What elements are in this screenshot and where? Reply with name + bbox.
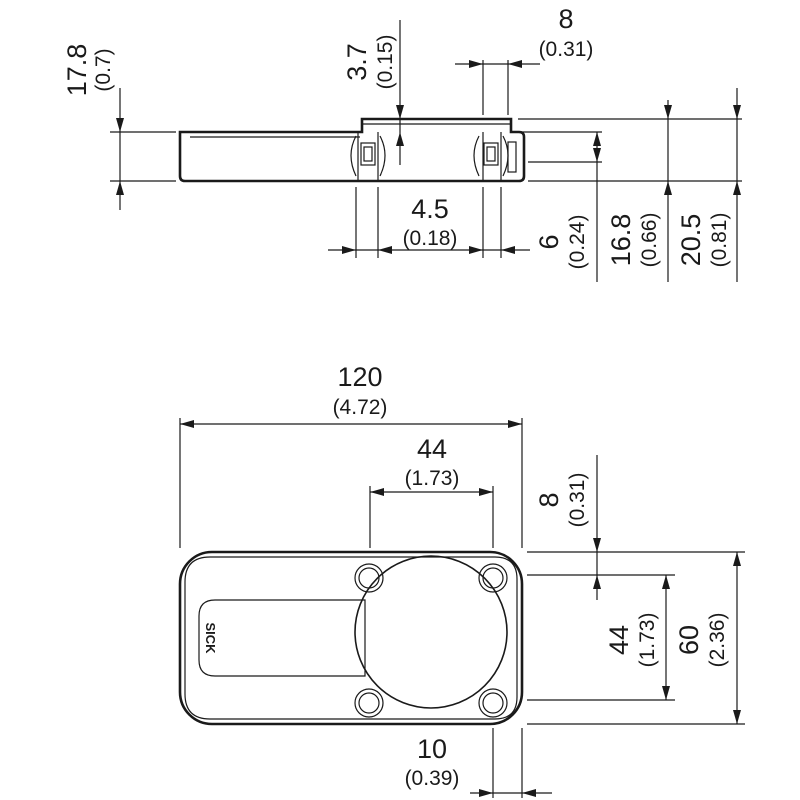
dim-line-right-offset [470, 789, 552, 797]
mount-hole-top-right [478, 563, 508, 593]
mount-hole-top-left [354, 563, 384, 593]
dim-line-slot-width [455, 60, 540, 68]
label-round-width-mm: 44 [417, 434, 447, 464]
dim-line-height-total [116, 88, 124, 210]
label-slot-width-mm: 8 [558, 4, 573, 34]
label-length-in: (4.72) [333, 396, 388, 419]
label-lip-in: (0.15) [374, 35, 397, 90]
label-width-in: (2.36) [706, 613, 729, 668]
sick-logo-text: SICK [203, 622, 218, 654]
round-sensing-face [354, 555, 508, 709]
dim-line-lip [396, 20, 404, 165]
dim-line-length [180, 420, 522, 428]
label-recess [198, 599, 366, 677]
dim-line-round-height [662, 575, 670, 700]
top-view: SICK [178, 362, 745, 798]
label-depth-6-mm: 6 [534, 234, 564, 249]
label-round-height-in: (1.73) [636, 613, 659, 668]
side-view-mount-hole-left [350, 132, 386, 181]
label-height-total: 17.8 (0.7) [62, 44, 115, 97]
dim-line-top-offset [593, 455, 601, 600]
label-depth-16-8-mm: 16.8 [606, 214, 636, 267]
label-top-offset-mm: 8 [534, 492, 564, 507]
dim-line-depth-20-5 [733, 88, 741, 282]
label-depth-20-5-mm: 20.5 [676, 214, 706, 267]
label-depth-16-8: 16.8 (0.66) [606, 213, 661, 268]
mount-hole-bottom-right [478, 688, 508, 718]
label-height-total-mm: 17.8 [62, 44, 92, 97]
dim-line-depth-16-8 [664, 100, 672, 282]
label-round-height: 44 (1.73) [604, 613, 659, 668]
label-hole-spacing-in: (0.18) [403, 227, 458, 250]
label-depth-6-in: (0.24) [566, 215, 589, 270]
top-view-plate-inner-edge [184, 556, 518, 720]
label-width: 60 (2.36) [674, 613, 729, 668]
label-top-offset-in: (0.31) [566, 473, 589, 528]
label-round-width-in: (1.73) [405, 467, 460, 490]
label-round-height-mm: 44 [604, 625, 634, 655]
label-hole-spacing-mm: 4.5 [411, 194, 449, 224]
dim-line-width [733, 552, 741, 724]
label-depth-20-5-in: (0.81) [708, 213, 731, 268]
label-slot-width-in: (0.31) [539, 38, 594, 61]
label-depth-16-8-in: (0.66) [638, 213, 661, 268]
label-height-total-in: (0.7) [92, 48, 115, 91]
side-view-body [178, 117, 526, 183]
label-length-mm: 120 [337, 362, 382, 392]
label-right-offset-mm: 10 [417, 734, 447, 764]
top-view-plate [178, 550, 524, 726]
side-view: 17.8 (0.7) 3.7 (0.15) 8 (0.31) 4.5 (0.18… [62, 4, 742, 282]
label-lip-mm: 3.7 [342, 43, 372, 81]
mount-hole-bottom-left [354, 688, 384, 718]
label-right-offset-in: (0.39) [405, 767, 460, 790]
side-view-extension-lines [110, 60, 742, 258]
label-top-offset: 8 (0.31) [534, 473, 589, 528]
side-view-mount-hole-right [473, 132, 517, 181]
dim-line-round-width [370, 488, 493, 496]
label-lip: 3.7 (0.15) [342, 35, 397, 90]
dim-line-hole-spacing [328, 246, 530, 254]
top-view-extension-lines [179, 418, 745, 798]
label-depth-6: 6 (0.24) [534, 215, 589, 270]
label-width-mm: 60 [674, 625, 704, 655]
label-depth-20-5: 20.5 (0.81) [676, 213, 731, 268]
dim-line-depth-6 [593, 132, 601, 282]
